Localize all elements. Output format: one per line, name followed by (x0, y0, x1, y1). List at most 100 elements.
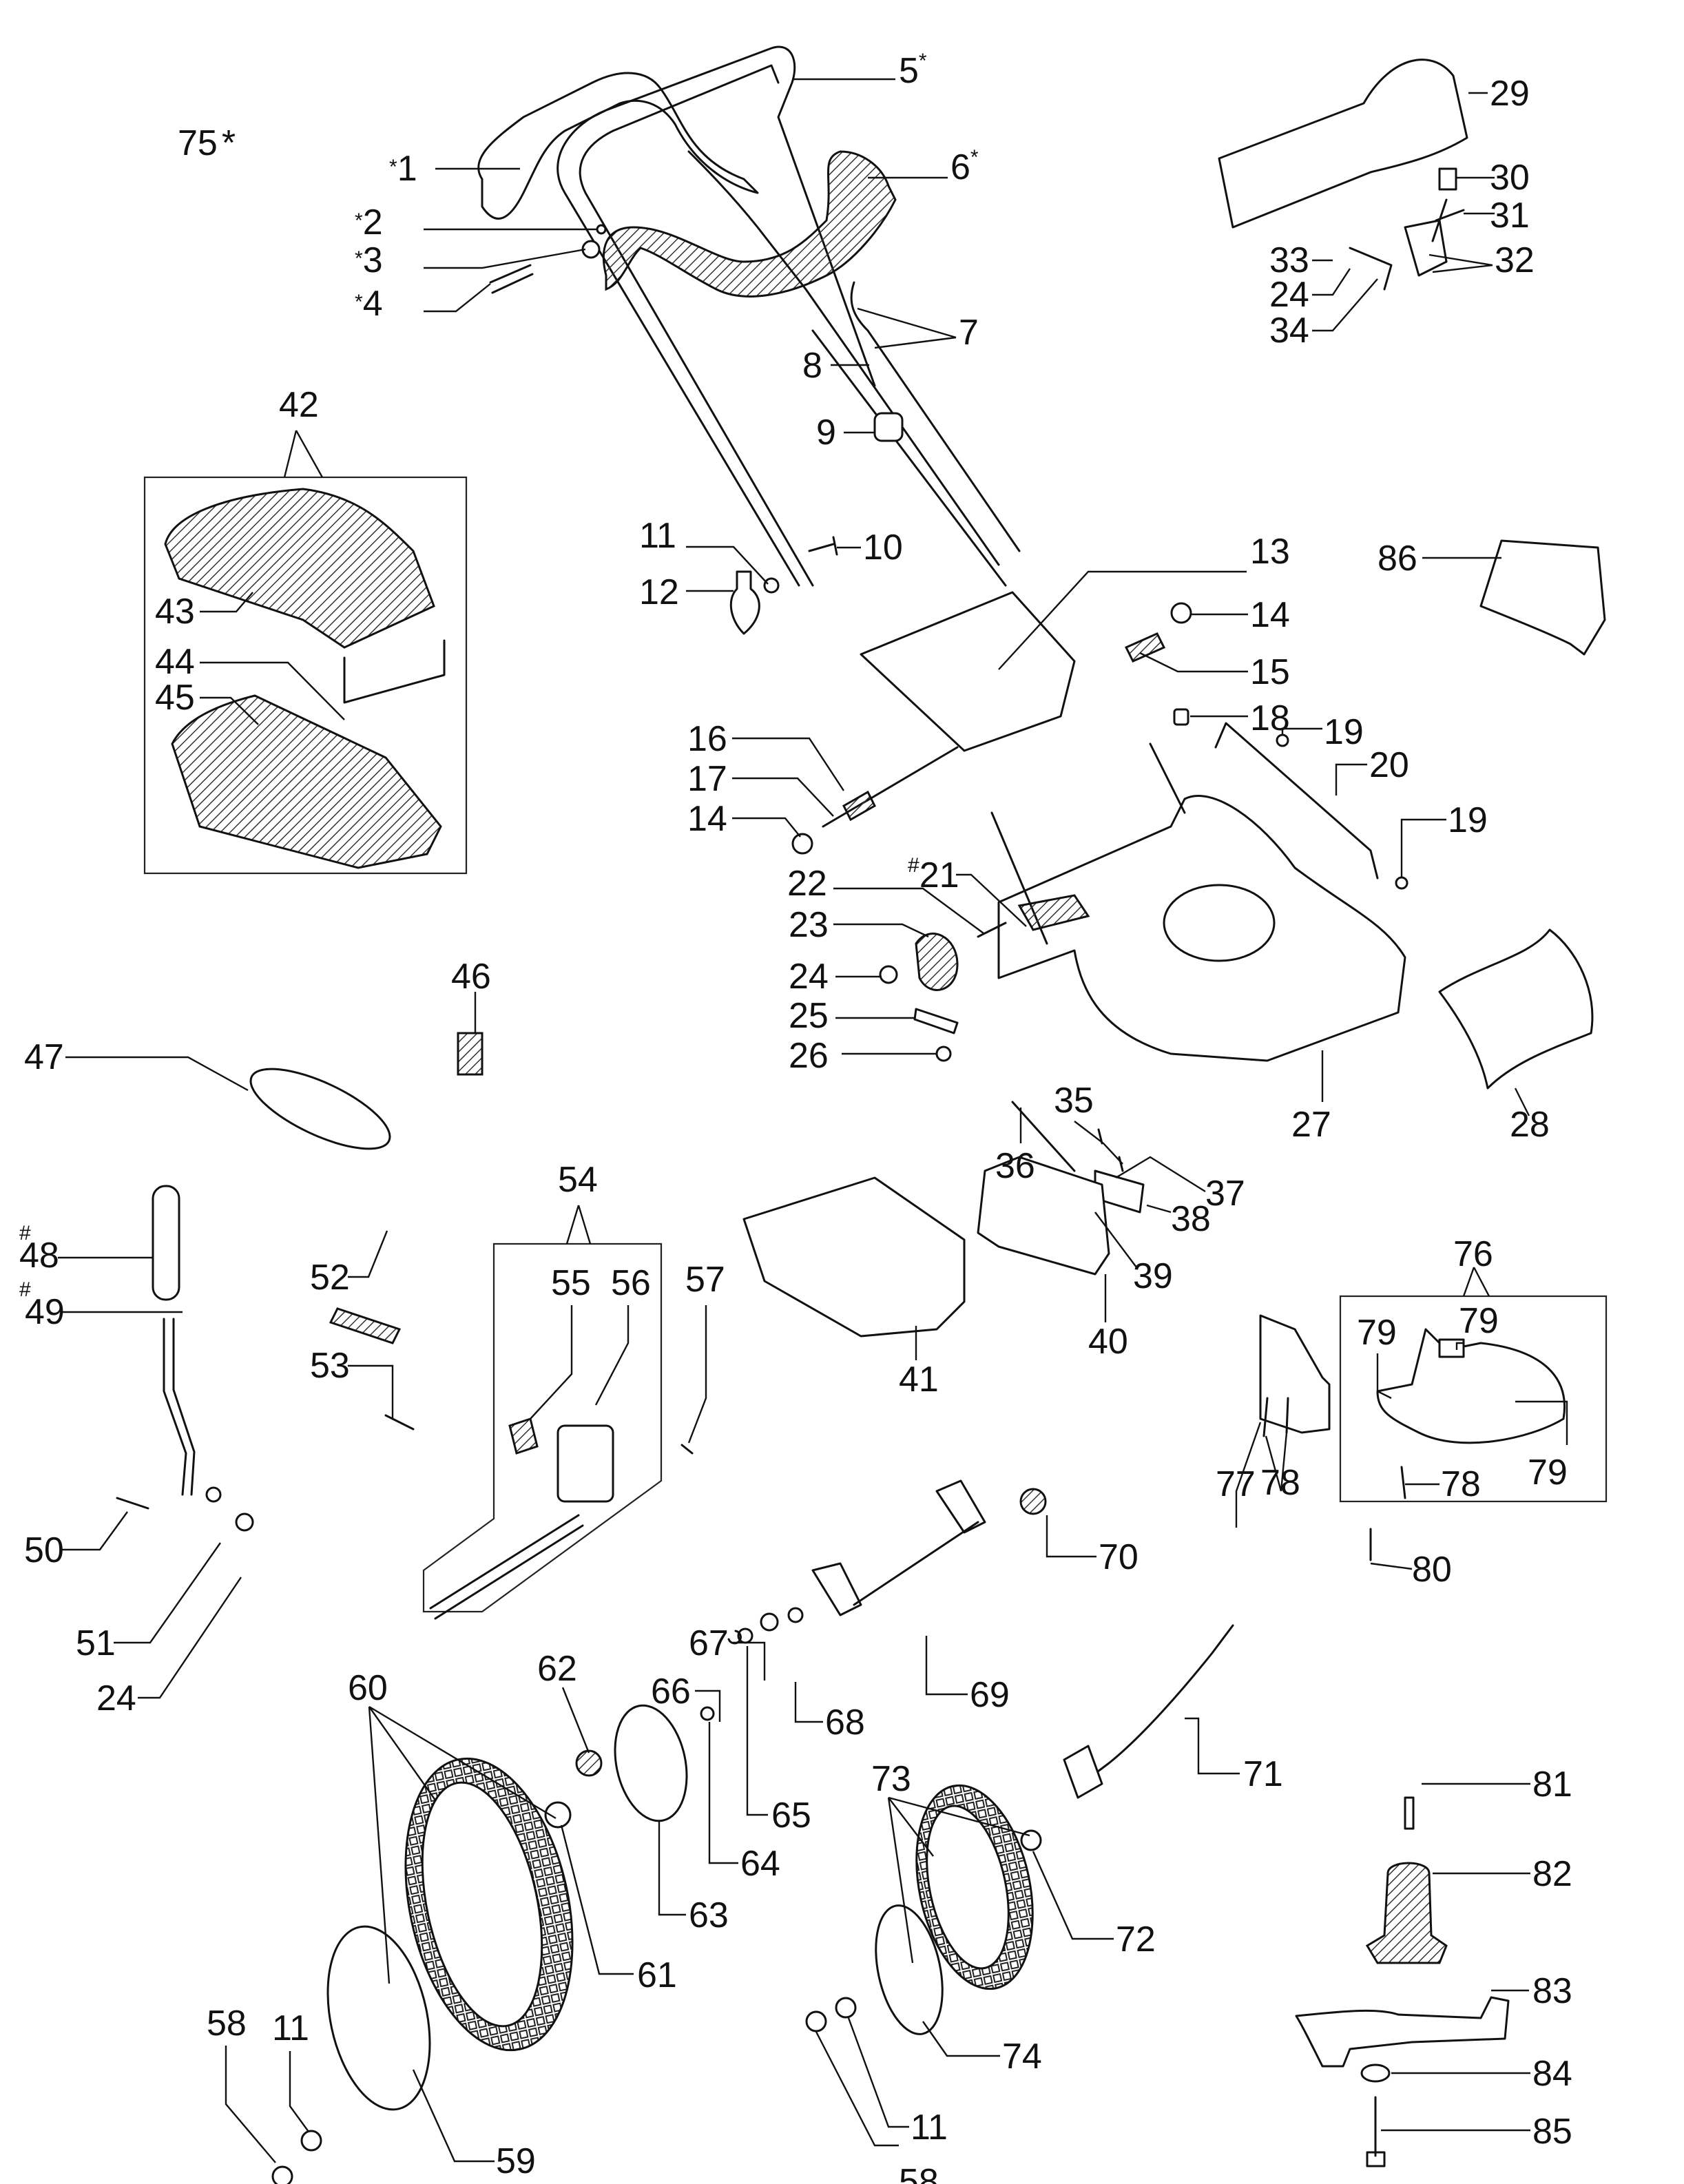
callout-63[interactable]: 63 (689, 1895, 729, 1935)
callout-21[interactable]: #21 (908, 854, 959, 895)
callout-62[interactable]: 62 (537, 1649, 577, 1689)
callout-29[interactable]: 29 (1490, 74, 1530, 114)
callout-49[interactable]: #49 (19, 1278, 65, 1332)
callout-77[interactable]: 77 (1216, 1464, 1256, 1504)
callout-33[interactable]: 33 (1269, 240, 1309, 280)
callout-82[interactable]: 82 (1532, 1854, 1572, 1894)
callout-53[interactable]: 53 (310, 1346, 350, 1386)
callout-36[interactable]: 36 (995, 1146, 1035, 1186)
callout-84[interactable]: 84 (1532, 2054, 1572, 2094)
callout-38[interactable]: 38 (1171, 1199, 1211, 1239)
callout-45[interactable]: 45 (155, 678, 195, 718)
callout-34[interactable]: 34 (1269, 311, 1309, 351)
callout-79b[interactable]: 79 (1459, 1301, 1499, 1341)
callout-43[interactable]: 43 (155, 592, 195, 632)
callout-85[interactable]: 85 (1532, 2112, 1572, 2152)
callout-73[interactable]: 73 (871, 1759, 911, 1799)
callout-8[interactable]: 8 (802, 346, 822, 386)
callout-10[interactable]: 10 (863, 528, 903, 568)
callout-13[interactable]: 13 (1250, 532, 1290, 572)
callout-27[interactable]: 27 (1291, 1105, 1331, 1145)
callout-28[interactable]: 28 (1510, 1105, 1550, 1145)
callout-68[interactable]: 68 (825, 1703, 865, 1743)
part-knob[interactable] (729, 570, 760, 635)
callout-14b[interactable]: 14 (687, 799, 727, 839)
callout-12[interactable]: 12 (639, 572, 679, 612)
part-control-bail[interactable] (602, 150, 897, 298)
callout-66[interactable]: 66 (651, 1672, 691, 1712)
callout-60[interactable]: 60 (348, 1668, 388, 1708)
callout-23[interactable]: 23 (789, 905, 829, 945)
callout-16[interactable]: 16 (687, 719, 727, 759)
callout-37[interactable]: 37 (1205, 1174, 1245, 1214)
callout-61[interactable]: 61 (637, 1955, 677, 1995)
callout-39[interactable]: 39 (1133, 1256, 1173, 1296)
callout-86[interactable]: 86 (1378, 539, 1417, 579)
callout-2[interactable]: *2 (355, 202, 383, 242)
callout-74[interactable]: 74 (1002, 2037, 1042, 2077)
callout-50[interactable]: 50 (24, 1530, 64, 1570)
callout-18[interactable]: 18 (1250, 698, 1290, 738)
callout-24c[interactable]: 24 (96, 1678, 136, 1718)
callout-11c[interactable]: 11 (911, 2108, 948, 2147)
part-lever-grip[interactable] (152, 1185, 180, 1301)
callout-25[interactable]: 25 (789, 996, 829, 1036)
callout-79c[interactable]: 79 (1528, 1453, 1568, 1493)
callout-22[interactable]: 22 (787, 864, 827, 904)
callout-19b[interactable]: 19 (1448, 800, 1488, 840)
callout-19a[interactable]: 19 (1324, 712, 1364, 752)
callout-1[interactable]: *1 (389, 149, 417, 189)
callout-47[interactable]: 47 (24, 1037, 64, 1077)
callout-11[interactable]: 11 (639, 516, 676, 556)
callout-48[interactable]: #48 (19, 1222, 59, 1276)
callout-70[interactable]: 70 (1099, 1537, 1139, 1577)
callout-5[interactable]: 5* (899, 50, 927, 91)
callout-55[interactable]: 55 (551, 1263, 591, 1303)
callout-4[interactable]: *4 (355, 284, 383, 324)
callout-40[interactable]: 40 (1088, 1322, 1128, 1362)
callout-78a[interactable]: 78 (1260, 1463, 1300, 1503)
callout-59[interactable]: 59 (496, 2141, 536, 2181)
callout-6[interactable]: 6* (950, 146, 979, 187)
callout-3[interactable]: *3 (355, 240, 383, 280)
callout-15[interactable]: 15 (1250, 652, 1290, 692)
callout-52[interactable]: 52 (310, 1258, 350, 1298)
callout-67[interactable]: 67 (689, 1623, 729, 1663)
callout-35[interactable]: 35 (1054, 1081, 1094, 1121)
callout-56[interactable]: 56 (611, 1263, 651, 1303)
part-lever-knob[interactable] (1438, 167, 1457, 191)
callout-42[interactable]: 42 (279, 385, 319, 425)
callout-24a[interactable]: 24 (789, 957, 829, 997)
callout-79a[interactable]: 79 (1357, 1313, 1397, 1353)
part-height-adjuster[interactable] (1017, 894, 1090, 931)
callout-81[interactable]: 81 (1532, 1765, 1572, 1805)
callout-57[interactable]: 57 (685, 1260, 725, 1300)
callout-54[interactable]: 54 (558, 1160, 598, 1200)
callout-72[interactable]: 72 (1116, 1920, 1156, 1959)
callout-64[interactable]: 64 (740, 1844, 780, 1884)
callout-32[interactable]: 32 (1495, 240, 1535, 280)
callout-26[interactable]: 26 (789, 1036, 829, 1076)
part-height-lever[interactable] (163, 1318, 196, 1496)
callout-30[interactable]: 30 (1490, 158, 1530, 198)
callout-78b[interactable]: 78 (1441, 1464, 1481, 1504)
callout-46[interactable]: 46 (451, 957, 491, 997)
callout-58a[interactable]: 58 (207, 2004, 247, 2043)
callout-71[interactable]: 71 (1243, 1754, 1283, 1794)
part-throttle-lever[interactable] (1404, 198, 1448, 277)
callout-7[interactable]: 7 (959, 313, 979, 353)
callout-11b[interactable]: 11 (272, 2008, 309, 2048)
callout-65[interactable]: 65 (771, 1796, 811, 1835)
callout-58b[interactable]: 58 (899, 2162, 939, 2184)
callout-20[interactable]: 20 (1369, 745, 1409, 785)
callout-17[interactable]: 17 (687, 759, 727, 799)
callout-76[interactable]: 76 (1453, 1234, 1493, 1274)
callout-14a[interactable]: 14 (1250, 595, 1290, 635)
callout-83[interactable]: 83 (1532, 1971, 1572, 2011)
callout-69[interactable]: 69 (970, 1675, 1010, 1715)
callout-80[interactable]: 80 (1412, 1550, 1452, 1590)
callout-24b[interactable]: 24 (1269, 275, 1309, 315)
callout-51[interactable]: 51 (76, 1623, 116, 1663)
callout-9[interactable]: 9 (816, 413, 836, 453)
callout-44[interactable]: 44 (155, 642, 195, 682)
